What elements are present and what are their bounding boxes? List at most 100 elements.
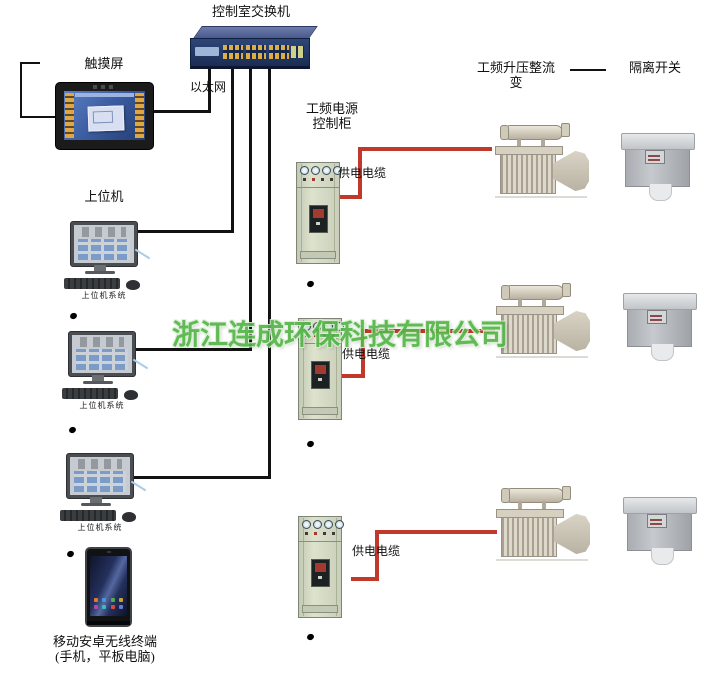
transformer-2 xyxy=(492,283,592,359)
ethernet-line2-horizontal xyxy=(136,230,234,233)
ethernet-line1-vertical xyxy=(208,62,211,113)
host-system-caption: 上位机系统 xyxy=(79,401,125,410)
cabinet-window xyxy=(311,559,330,587)
power-cabinet-1 xyxy=(296,162,342,264)
cable-label-3: 供电电缆 xyxy=(351,544,400,558)
power-cabinet-2 xyxy=(298,318,344,420)
touchscreen-screen xyxy=(64,91,145,140)
cabinet-label-line2: 控制柜 xyxy=(312,116,352,131)
isolator-nameplate xyxy=(647,514,667,528)
keyboard xyxy=(60,510,116,521)
isolator-bushing xyxy=(651,548,674,565)
isolation-switch-2 xyxy=(623,293,697,361)
touchscreen-label: 触摸屏 xyxy=(84,56,124,71)
host-system-caption: 上位机系统 xyxy=(77,523,123,532)
touchscreen-top-keys xyxy=(92,85,117,89)
switch-label: 控制室交换机 xyxy=(211,4,290,19)
monitor xyxy=(68,331,136,377)
touchscreen-bracket-bottom xyxy=(20,116,57,118)
ethernet-line4-vertical xyxy=(268,62,271,479)
transformer-3 xyxy=(492,486,592,562)
ethernet-line2-vertical xyxy=(231,62,234,233)
supply-cable-2 xyxy=(365,329,495,333)
ethernet-line1-horizontal xyxy=(150,110,211,113)
mobile-terminal-label: 移动安卓无线终端 (手机，平板电脑) xyxy=(20,634,190,664)
host-computer-1: 上位机系统 xyxy=(64,221,152,300)
isolator-nameplate xyxy=(647,310,667,324)
android-phone-image xyxy=(85,547,132,627)
phone-screen xyxy=(90,556,127,616)
power-cabinet-3 xyxy=(298,516,344,618)
transformer-bushing xyxy=(553,150,589,192)
cabinet-window xyxy=(309,205,328,233)
mouse xyxy=(122,512,136,522)
network-switch-image xyxy=(190,26,318,69)
mouse xyxy=(124,390,138,400)
host-computer-3: 上位机系统 xyxy=(60,453,148,532)
host-computer-label: 上位机 xyxy=(84,189,124,204)
isolator-bushing xyxy=(649,184,672,201)
isolator-nameplate xyxy=(645,150,665,164)
keyboard xyxy=(64,278,120,289)
transformer-label-line2: 变 xyxy=(509,75,523,90)
mobile-terminal-label-line1: 移动安卓无线终端 xyxy=(52,634,157,649)
ethernet-line4-horizontal xyxy=(132,476,271,479)
transformer-fins xyxy=(501,517,557,557)
transformer-label-line1: 工频升压整流 xyxy=(476,60,555,75)
cabinet-window xyxy=(311,361,330,389)
transformer-label: 工频升压整流 变 xyxy=(458,60,574,90)
bullet-dot xyxy=(306,439,315,449)
ethernet-line3-vertical xyxy=(249,62,252,351)
switch-port-group xyxy=(269,45,289,59)
supply-cable-2 xyxy=(338,374,365,378)
switch-display xyxy=(195,47,219,56)
transformer-fins xyxy=(501,314,557,354)
cable-label-1: 供电电缆 xyxy=(337,166,386,180)
label-connector-line xyxy=(570,69,606,71)
phone-nav-bar xyxy=(87,621,130,625)
touchscreen-left-buttons xyxy=(65,93,74,138)
touchscreen-titlebar xyxy=(75,93,134,97)
supply-cable-3 xyxy=(379,530,497,534)
touchscreen-window xyxy=(87,105,125,132)
monitor xyxy=(66,453,134,499)
isolation-switch-1 xyxy=(621,133,695,201)
ethernet-label: 以太网 xyxy=(190,80,227,94)
transformer-tank xyxy=(500,125,563,140)
transformer-bushing xyxy=(554,513,590,555)
bullet-dot xyxy=(66,549,75,559)
keyboard xyxy=(62,388,118,399)
monitor-screen xyxy=(74,225,134,263)
switch-port-group xyxy=(246,45,266,59)
transformer-fins xyxy=(500,154,556,194)
bullet-dot xyxy=(306,632,315,642)
supply-cable-1 xyxy=(334,195,362,199)
touchscreen-bracket-top xyxy=(20,62,40,64)
monitor-screen xyxy=(70,457,130,495)
switch-port-group xyxy=(223,45,243,59)
switch-front-face xyxy=(190,38,310,69)
supply-cable-3 xyxy=(375,530,379,581)
supply-cable-1 xyxy=(362,147,492,151)
supply-cable-3 xyxy=(351,577,379,581)
supply-cable-2 xyxy=(361,329,365,378)
isolator-bushing xyxy=(651,344,674,361)
transformer-tank xyxy=(501,285,564,300)
transformer-bushing xyxy=(554,310,590,352)
bullet-dot xyxy=(69,311,78,321)
isolator-label: 隔离开关 xyxy=(628,60,681,75)
monitor-screen xyxy=(72,335,132,373)
phone-speaker xyxy=(106,551,111,553)
phone-app-grid xyxy=(92,596,125,610)
monitor xyxy=(70,221,138,267)
cabinet-label-line1: 工频电源 xyxy=(305,101,358,116)
cable-label-2: 供电电缆 xyxy=(341,347,390,361)
touchscreen-right-buttons xyxy=(135,93,144,138)
switch-uplink-ports xyxy=(291,46,304,58)
bullet-dot xyxy=(68,425,77,435)
ethernet-line3-horizontal xyxy=(134,348,252,351)
host-system-caption: 上位机系统 xyxy=(81,291,127,300)
company-watermark: 浙江连成环保科技有限公司 xyxy=(172,320,509,351)
mouse xyxy=(126,280,140,290)
